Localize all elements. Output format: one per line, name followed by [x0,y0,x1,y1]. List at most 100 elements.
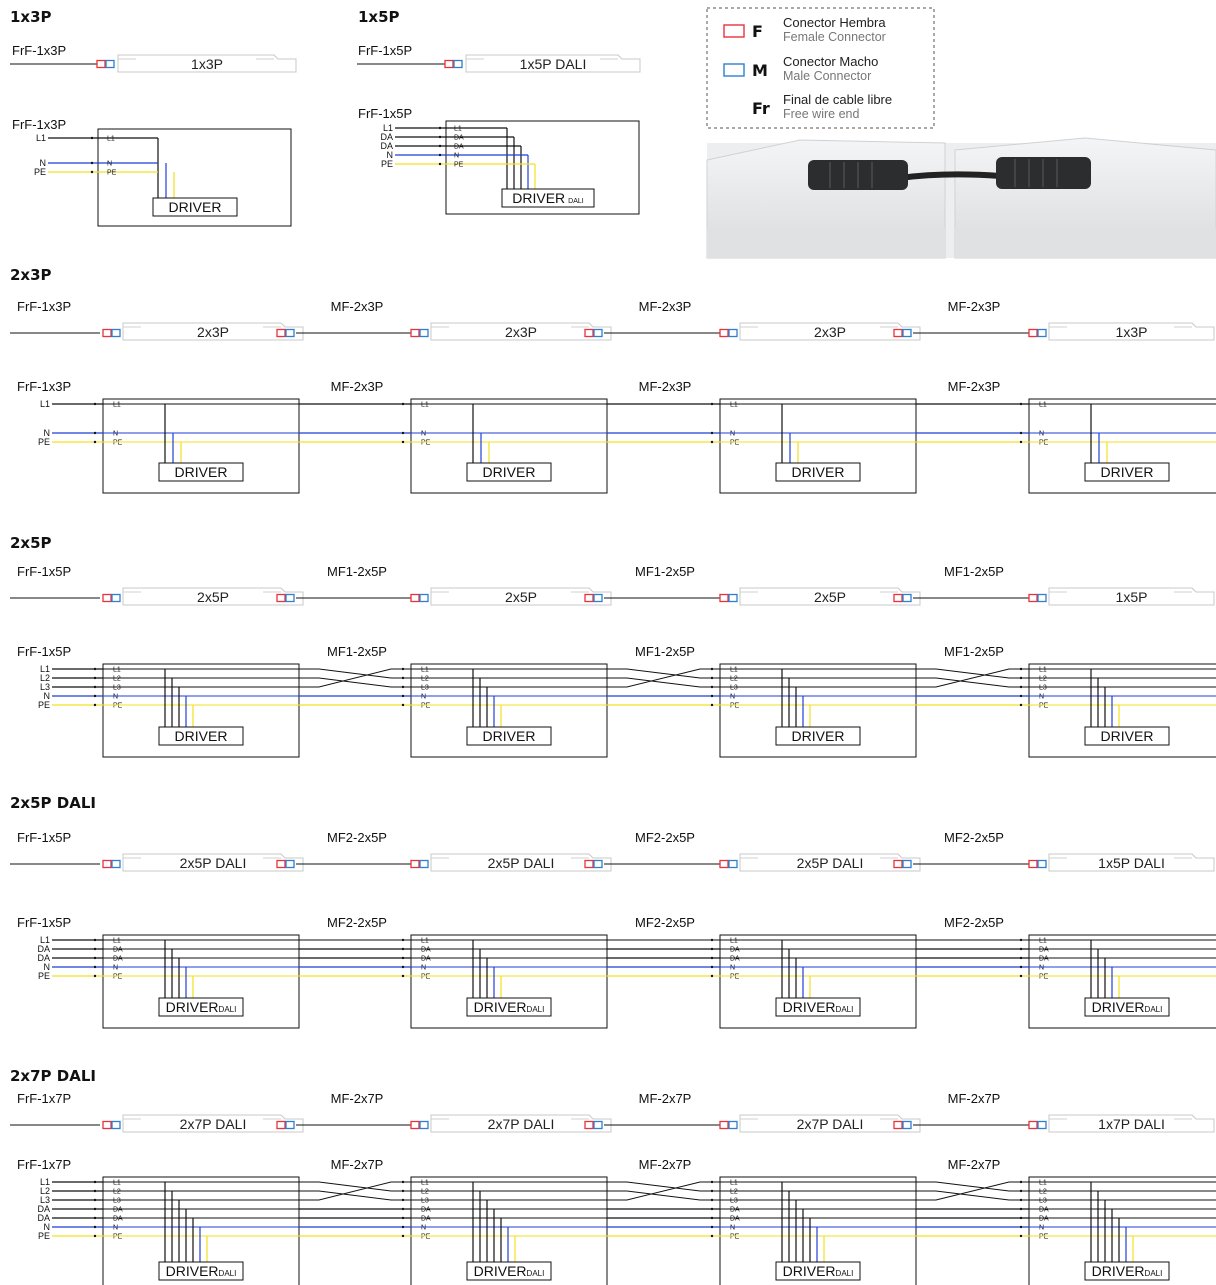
cable-label-first: FrF-1x5P [17,564,71,579]
terminal-dot [93,676,97,680]
driver-label: DRIVERDALI [474,999,545,1015]
link-cable-label: MF-2x3P [331,299,384,314]
driver-subtype: DALI [836,1005,854,1014]
wire-crossed [607,1190,720,1201]
wire-terminal-label: L2 [113,1189,121,1196]
wire-crossed [916,668,1029,688]
terminal-dot [401,947,405,951]
connector-in-female-icon [410,328,420,338]
connector-in-female-icon [1028,593,1038,603]
driver-name: DRIVER [474,999,527,1015]
driver-name: DRIVER [792,464,845,480]
terminal-dot [401,938,405,942]
terminal-dot [1019,694,1023,698]
wire-terminal-label: PE [421,1234,431,1241]
wire-terminal-label: L2 [113,676,121,683]
driver-box [1084,997,1170,1017]
terminal-dot [1019,703,1023,707]
terminal-dot [1019,938,1023,942]
luminaire-2 [430,853,612,872]
wire-terminal-label: DA [730,947,740,954]
connector-in-female-icon [410,593,420,603]
terminal-dot [1019,685,1023,689]
wire-terminal-label: PE [1039,974,1049,981]
luminaire-box [410,663,608,758]
connector-out-male-icon [902,1120,912,1130]
terminal-dot [1019,1198,1023,1202]
driver-subtype: DALI [219,1269,237,1278]
terminal-dot [438,135,442,139]
terminal-dot [710,1207,714,1211]
luminaire-outline [739,1114,921,1133]
luminaire-box [410,398,608,494]
cable-label-first: FrF-1x3P [17,299,71,314]
terminal-dot [401,703,405,707]
terminal-dot [710,402,714,406]
connector-out-male-icon [285,859,295,869]
link-cable-label: MF2-2x5P [635,830,695,845]
wire-terminal-label: L2 [421,1189,429,1196]
luminaire-outline [739,587,921,606]
luminaire-box [102,934,300,1029]
terminal-dot [710,703,714,707]
connector-in-male-icon [419,328,429,338]
wire-crossed [299,1181,411,1201]
legend-title: Conector Macho [783,54,878,69]
wire-terminal-label: DA [730,1216,740,1223]
wire-terminal-label: L2 [730,676,738,683]
wiring-cable-label: FrF-1x7P [17,1157,71,1172]
wire-label: L2 [40,673,50,683]
terminal-dot [401,965,405,969]
wire-label: PE [38,971,50,981]
wire-terminal-label: N [1039,694,1044,701]
luminaire-1x3p [117,54,297,73]
luminaire-4 [1048,587,1215,606]
luminaire-box [97,128,292,227]
terminal-dot [710,938,714,942]
wire-terminal-label: PE [730,1234,740,1241]
driver-label: DRIVERDALI [1092,1263,1163,1279]
wire-label: N [44,1222,51,1232]
link-wiring-label: MF1-2x5P [327,644,387,659]
luminaire-3 [739,1114,921,1133]
luminaire-base-right [955,228,1216,258]
wire-terminal-label: PE [113,703,123,710]
wire-terminal-label: L3 [730,685,738,692]
connector-in-male-icon [419,859,429,869]
terminal-dot [401,974,405,978]
wire-terminal-label: L1 [730,1180,738,1187]
legend-title: Conector Hembra [783,15,886,30]
wire-terminal-label: L3 [1039,685,1047,692]
terminal-dot [93,685,97,689]
wire-crossed [607,677,720,688]
luminaire-2 [430,587,612,606]
driver-label: DRIVER [483,464,536,480]
terminal-dot [401,1189,405,1193]
wiring-cable-label: FrF-1x3P [17,379,71,394]
wire-terminal-label: L1 [113,402,121,409]
driver-label: DRIVER [792,728,845,744]
wire-label: N [44,691,51,701]
wire-terminal-label: L3 [421,1198,429,1205]
wire-terminal-label: PE [730,440,740,447]
driver-box [775,726,861,746]
luminaire-outline [739,322,921,341]
driver-name: DRIVER [166,999,219,1015]
driver-label: DRIVERDALI [783,1263,854,1279]
legend-key: M [752,61,768,80]
luminaire-2 [430,1114,612,1133]
terminal-dot [93,431,97,435]
driver-subtype: DALI [527,1005,545,1014]
wire-terminal-label: DA [421,1216,431,1223]
wire-terminal-label: N [454,153,459,160]
wire-label: L1 [40,664,50,674]
connector-male-icon [453,59,463,69]
luminaire-label: 1x5P [1116,589,1148,605]
driver-label: DRIVER [169,199,222,215]
wire-label: N [40,158,47,168]
link-wiring-label: MF-2x3P [639,379,692,394]
wire-terminal-label: DA [1039,947,1049,954]
wire-crossed [916,1181,1029,1201]
wire-terminal-label: N [730,431,735,438]
terminal-dot [93,956,97,960]
